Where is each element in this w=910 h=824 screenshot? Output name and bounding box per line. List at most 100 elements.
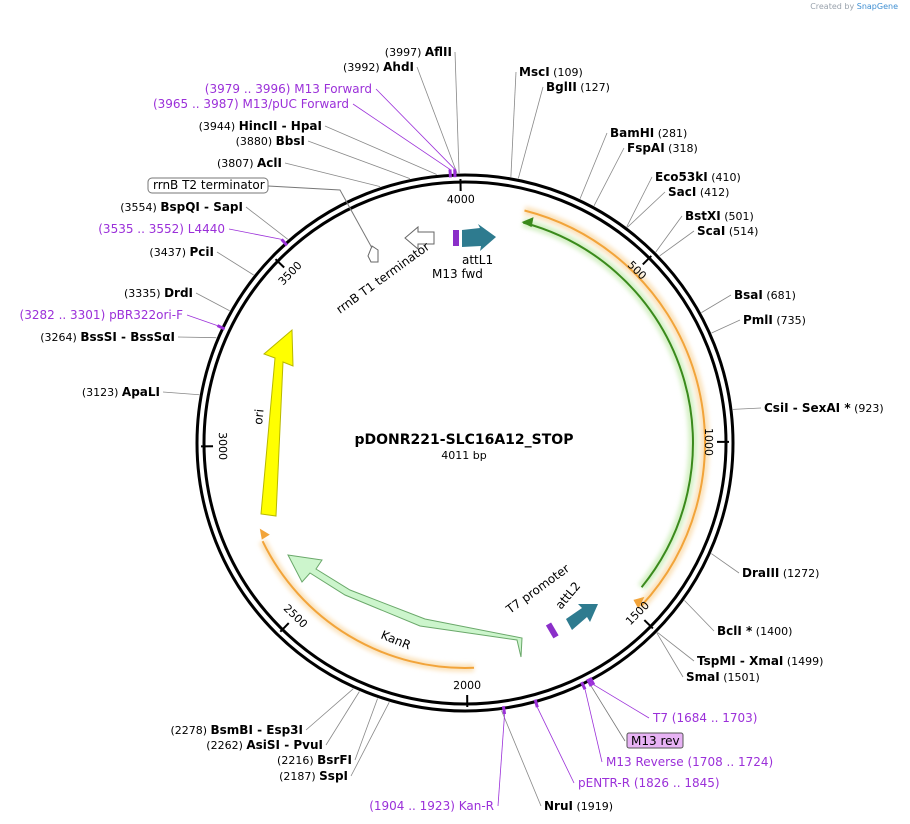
enzyme-name-aflii: AflII [425,45,452,59]
primer-leader-m13-puc-forward [352,103,451,170]
enzyme-label-msci: MscI (109) [519,65,583,79]
primer-mark-m13-reverse [580,681,587,690]
rrnb-t2-box [147,177,269,194]
backbone-outer-ring [195,173,735,713]
primer-leader-m13-forward [375,88,455,170]
enzyme-name-tspmi-xmai: TspMI - XmaI [697,654,783,668]
enzyme-name-sspi: SspI [319,769,348,783]
primer-name-l4440: L4440 [188,222,225,236]
enzyme-label-aflii: (3997) AflII [385,45,452,59]
enzyme-name-hincii-hpai: HincII - HpaI [239,119,322,133]
primer-range-t7: (1684 .. 1703) [668,711,758,725]
primers-layer: (3979 .. 3996) M13 Forward(3965 .. 3987)… [20,82,774,813]
enzyme-label-eco53ki: Eco53kI (410) [655,170,741,184]
green-arc [523,221,694,588]
enzyme-leader-drdi [195,292,230,312]
primer-range-l4440: (3535 .. 3552) [98,222,188,236]
enzyme-name-apali: ApaLI [122,385,160,399]
enzyme-leader-bsrfi [354,698,378,761]
enzyme-label-drdi: (3335) DrdI [124,286,193,300]
enzyme-label-smai: SmaI (1501) [686,670,760,684]
attl1-marker [453,230,459,246]
enzyme-pos-asisi-pvui: (2262) [206,739,246,752]
enzyme-name-nrui: NruI [544,799,573,813]
enzyme-pos-bsrfi: (2216) [277,754,317,767]
tick-500 [642,255,652,266]
enzyme-label-tspmi-xmai: TspMI - XmaI (1499) [697,654,823,668]
tick-label-2000: 2000 [453,679,481,692]
attl2-arrow [566,604,598,630]
enzyme-label-bstxi: BstXI (501) [685,209,754,223]
attl2-label: attL2 [553,579,584,612]
enzyme-label-sspi: (2187) SspI [279,769,348,783]
enzyme-pos-fspai: (318) [665,142,698,155]
m13-fwd-label: M13 fwd [432,267,483,281]
orange-arc [524,209,707,607]
enzyme-leader-msci [510,71,517,177]
enzyme-name-bsai: BsaI [734,288,763,302]
enzyme-pos-drdi: (3335) [124,287,164,300]
primer-mark-m13-rev [586,678,593,687]
enzyme-name-bstxi: BstXI [685,209,721,223]
plasmid-length: 4011 bp [441,449,486,462]
primer-name-t7: T7 [652,711,668,725]
primer-label-kan-r: (1904 .. 1923) Kan-R [369,799,494,813]
enzyme-leader-nrui [501,710,542,807]
enzyme-pos-bstxi: (501) [721,210,754,223]
enzyme-name-pcii: PciI [190,245,215,259]
attl2-marker [545,622,559,639]
kanr-label: KanR [379,628,413,653]
primer-leader-pentr-r [536,707,575,784]
enzyme-name-bamhi: BamHI [610,126,654,140]
primer-label-m13-reverse: M13 Reverse (1708 .. 1724) [606,755,773,769]
enzyme-name-csii-sexai: CsiI - SexAI * [764,401,851,415]
enzyme-pos-apali: (3123) [82,386,122,399]
enzyme-leader-csii-sexai [732,407,762,410]
primer-label-m13-puc-forward: (3965 .. 3987) M13/pUC Forward [153,97,349,111]
primer-name-m13-reverse: M13 Reverse [606,755,684,769]
primer-leader-m13-reverse [584,689,603,763]
enzyme-label-bglii: BglII (127) [546,80,610,94]
enzyme-label-bspqi-sapi: (3554) BspQI - SapI [120,200,243,214]
orange-arc-arrowhead [633,596,645,609]
rrnb-t1-arrow [404,225,435,251]
primer-range-m13-puc-forward: (3965 .. 3987) [153,97,243,111]
enzyme-name-eco53ki: Eco53kI [655,170,708,184]
enzyme-name-drdi: DrdI [164,286,193,300]
primer-range-kan-r: (1904 .. 1923) [369,799,459,813]
enzyme-label-pmli: PmlI (735) [743,313,806,327]
enzyme-name-smai: SmaI [686,670,720,684]
enzyme-leader-bspqi-sapi [245,206,289,240]
enzyme-label-bbsi: (3880) BbsI [236,134,305,148]
enzyme-pos-bsai: (681) [763,289,796,302]
enzyme-leader-acli [284,162,381,188]
attl1-label: attL1 [462,253,493,267]
enzyme-label-bsssi-bsss-i: (3264) BssSI - BssSαI [40,330,175,344]
enzyme-label-csii-sexai: CsiI - SexAI * (923) [764,401,884,415]
enzyme-name-bcli: BclI * [717,624,753,638]
tick-label-4000: 4000 [447,193,475,206]
primer-label-t7: T7 (1684 .. 1703) [652,711,757,725]
backbone-inner-ring [202,180,728,706]
enzyme-leader-fspai [593,147,625,206]
enzyme-name-ahdi: AhdI [383,60,414,74]
enzyme-name-acli: AclI [257,156,282,170]
plasmid-name: pDONR221-SLC16A12_STOP [355,432,574,448]
enzyme-name-asisi-pvui: AsiSI - PvuI [246,738,323,752]
enzyme-name-draiii: DraIII [742,566,779,580]
attl1-arrow [462,224,496,251]
enzyme-label-bsai: BsaI (681) [734,288,796,302]
ori-label: ori [251,408,267,425]
primer-name-pbr322ori-f: pBR322ori-F [109,308,183,322]
primer-mark-pbr322ori-f [216,324,226,331]
enzyme-name-fspai: FspAI [627,141,665,155]
primer-leader-pbr322ori-f [186,314,218,326]
enzyme-leader-pmli [711,319,741,334]
enzyme-pos-ahdi: (3992) [343,61,383,74]
enzyme-label-hincii-hpai: (3944) HincII - HpaI [199,119,322,133]
primer-leader-l4440 [228,228,282,240]
enzyme-leader-aflii [454,51,460,174]
enzyme-leader-hincii-hpai [324,125,437,175]
